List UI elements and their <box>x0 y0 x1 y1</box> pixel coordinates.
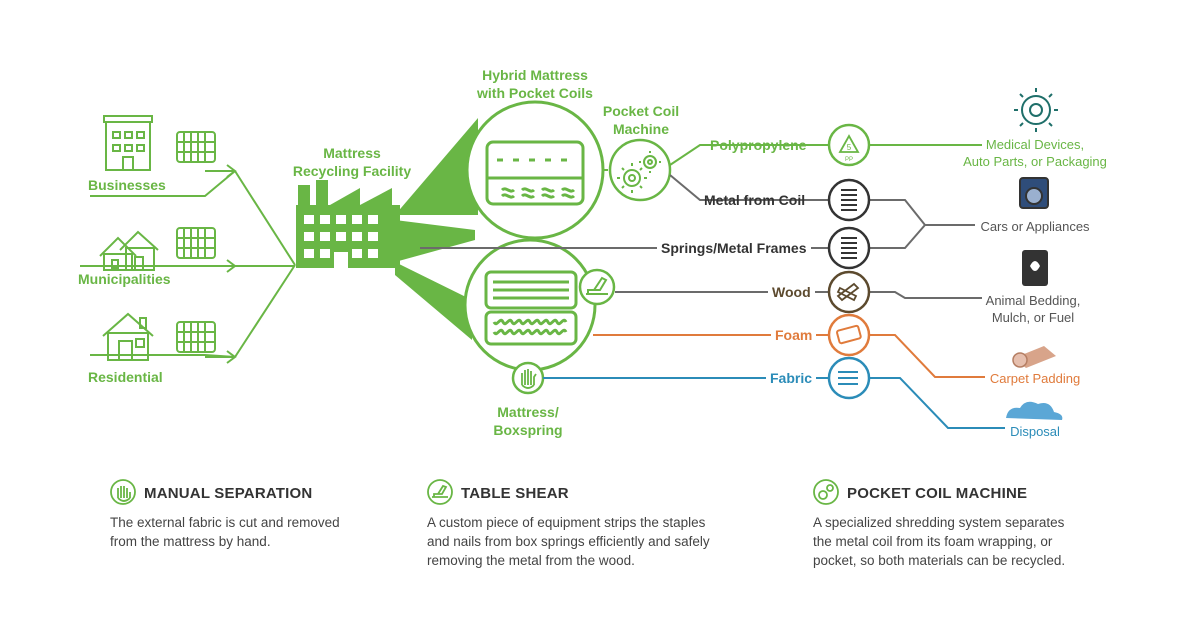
legend-desc-line: removing the metal from the wood. <box>427 553 635 568</box>
mattress-icon <box>176 227 216 259</box>
fabric-stack-icon <box>827 356 871 400</box>
carpet-roll-icon <box>1012 346 1056 368</box>
factory-windows <box>304 215 378 268</box>
destination-medical-line1: Medical Devices, <box>985 137 1085 152</box>
source-arrows <box>80 164 296 364</box>
washing-machine-icon <box>1019 177 1049 209</box>
boxspring-circle <box>463 238 597 372</box>
facility-beams <box>395 118 478 340</box>
pocket-coil-label-line1: Pocket Coil <box>602 103 680 119</box>
destination-animal-bedding: Animal Bedding, Mulch, or Fuel <box>978 292 1088 326</box>
legend-desc-line: and nails from box springs efficiently a… <box>427 534 710 549</box>
material-label-polypropylene: Polypropylene <box>710 137 807 153</box>
legend-head: MANUAL SEPARATION <box>110 480 470 506</box>
legend-desc: The external fabric is cut and removed f… <box>110 513 470 551</box>
legend-desc-line: the metal coil from its foam wrapping, o… <box>813 534 1053 549</box>
destination-cars: Cars or Appliances <box>980 219 1090 234</box>
legend-icon-spacer <box>813 480 839 506</box>
material-label-springs: Springs/Metal Frames <box>657 239 811 257</box>
legend-title: MANUAL SEPARATION <box>144 484 313 502</box>
destination-carpet: Carpet Padding <box>989 371 1081 386</box>
legend-desc-line: A custom piece of equipment strips the s… <box>427 515 706 530</box>
pocket-coil-machine-circle <box>603 138 672 202</box>
coil-spring-icon <box>827 226 871 270</box>
svg-text:PP: PP <box>845 157 853 163</box>
gears-icon <box>813 479 839 505</box>
table-shear-icon <box>427 479 453 505</box>
legend-desc-line: The external fabric is cut and removed <box>110 515 340 530</box>
material-label-metal-from-coil: Metal from Coil <box>704 192 806 208</box>
source-label-businesses: Businesses <box>88 177 166 193</box>
svg-text:5: 5 <box>847 143 852 152</box>
houses-icon <box>99 230 159 271</box>
destination-medical: Medical Devices, Auto Parts, or Packagin… <box>955 136 1115 170</box>
legend-head: TABLE SHEAR <box>427 480 787 506</box>
mattress-icon <box>176 321 216 353</box>
cloud-pile-icon <box>1006 401 1063 420</box>
pocket-coil-label-line2: Machine <box>612 121 669 137</box>
table-shear-icon <box>586 276 608 295</box>
gear-wrench-icon <box>1014 88 1058 132</box>
legend-manual-separation: MANUAL SEPARATION The external fabric is… <box>110 480 470 551</box>
legend-desc-line: pocket, so both materials can be recycle… <box>813 553 1066 568</box>
material-label-foam: Foam <box>771 326 817 344</box>
boxspring-label-line2: Boxspring <box>493 422 563 438</box>
legend-icon-spacer <box>110 480 136 506</box>
legend-head: POCKET COIL MACHINE <box>813 480 1173 506</box>
mattress-icon <box>176 131 216 163</box>
legend-desc: A specialized shredding system separates… <box>813 513 1173 570</box>
destination-medical-line2: Auto Parts, or Packaging <box>963 154 1107 169</box>
material-label-fabric: Fabric <box>766 369 817 387</box>
manual-separation-circle <box>511 361 545 395</box>
legend-icon-spacer <box>427 480 453 506</box>
foam-block-icon <box>827 313 871 357</box>
legend-pocket-coil-machine: POCKET COIL MACHINE A specialized shredd… <box>813 480 1173 570</box>
material-label-wood: Wood <box>768 283 815 301</box>
source-label-municipalities: Municipalities <box>78 271 171 287</box>
facility-label: Mattress Recycling Facility <box>287 144 417 180</box>
hybrid-mattress-label: Hybrid Mattress with Pocket Coils <box>462 66 608 102</box>
gears-icon <box>617 151 661 193</box>
house-icon <box>102 312 154 361</box>
destination-animal-line2: Mulch, or Fuel <box>991 310 1075 325</box>
table-shear-circle <box>578 268 616 306</box>
hybrid-label-line2: with Pocket Coils <box>477 85 593 101</box>
legend-title: TABLE SHEAR <box>461 484 569 502</box>
legend-title: POCKET COIL MACHINE <box>847 484 1028 502</box>
coil-spring-icon <box>827 178 871 222</box>
facility-label-line2: Recycling Facility <box>292 163 412 179</box>
hand-icon <box>110 479 136 505</box>
source-label-residential: Residential <box>88 369 163 385</box>
boxspring-label: Mattress/ Boxspring <box>478 403 578 439</box>
legend-desc: A custom piece of equipment strips the s… <box>427 513 787 570</box>
destination-animal-line1: Animal Bedding, <box>985 293 1081 308</box>
recycle-pp-icon: 5 PP <box>827 123 871 167</box>
hybrid-label-line1: Hybrid Mattress <box>482 67 588 83</box>
hand-icon <box>521 369 537 389</box>
mulch-bag-icon <box>1022 250 1048 286</box>
facility-label-line1: Mattress <box>323 145 381 161</box>
wood-planks-icon <box>827 270 871 314</box>
destination-disposal: Disposal <box>1010 424 1060 439</box>
boxspring-label-line1: Mattress/ <box>497 404 559 420</box>
legend-desc-line: from the mattress by hand. <box>110 534 271 549</box>
office-building-icon <box>103 115 153 171</box>
hybrid-mattress-circle <box>465 100 605 240</box>
legend-table-shear: TABLE SHEAR A custom piece of equipment … <box>427 480 787 570</box>
pocket-coil-machine-label: Pocket Coil Machine <box>595 102 687 138</box>
legend-desc-line: A specialized shredding system separates <box>813 515 1065 530</box>
